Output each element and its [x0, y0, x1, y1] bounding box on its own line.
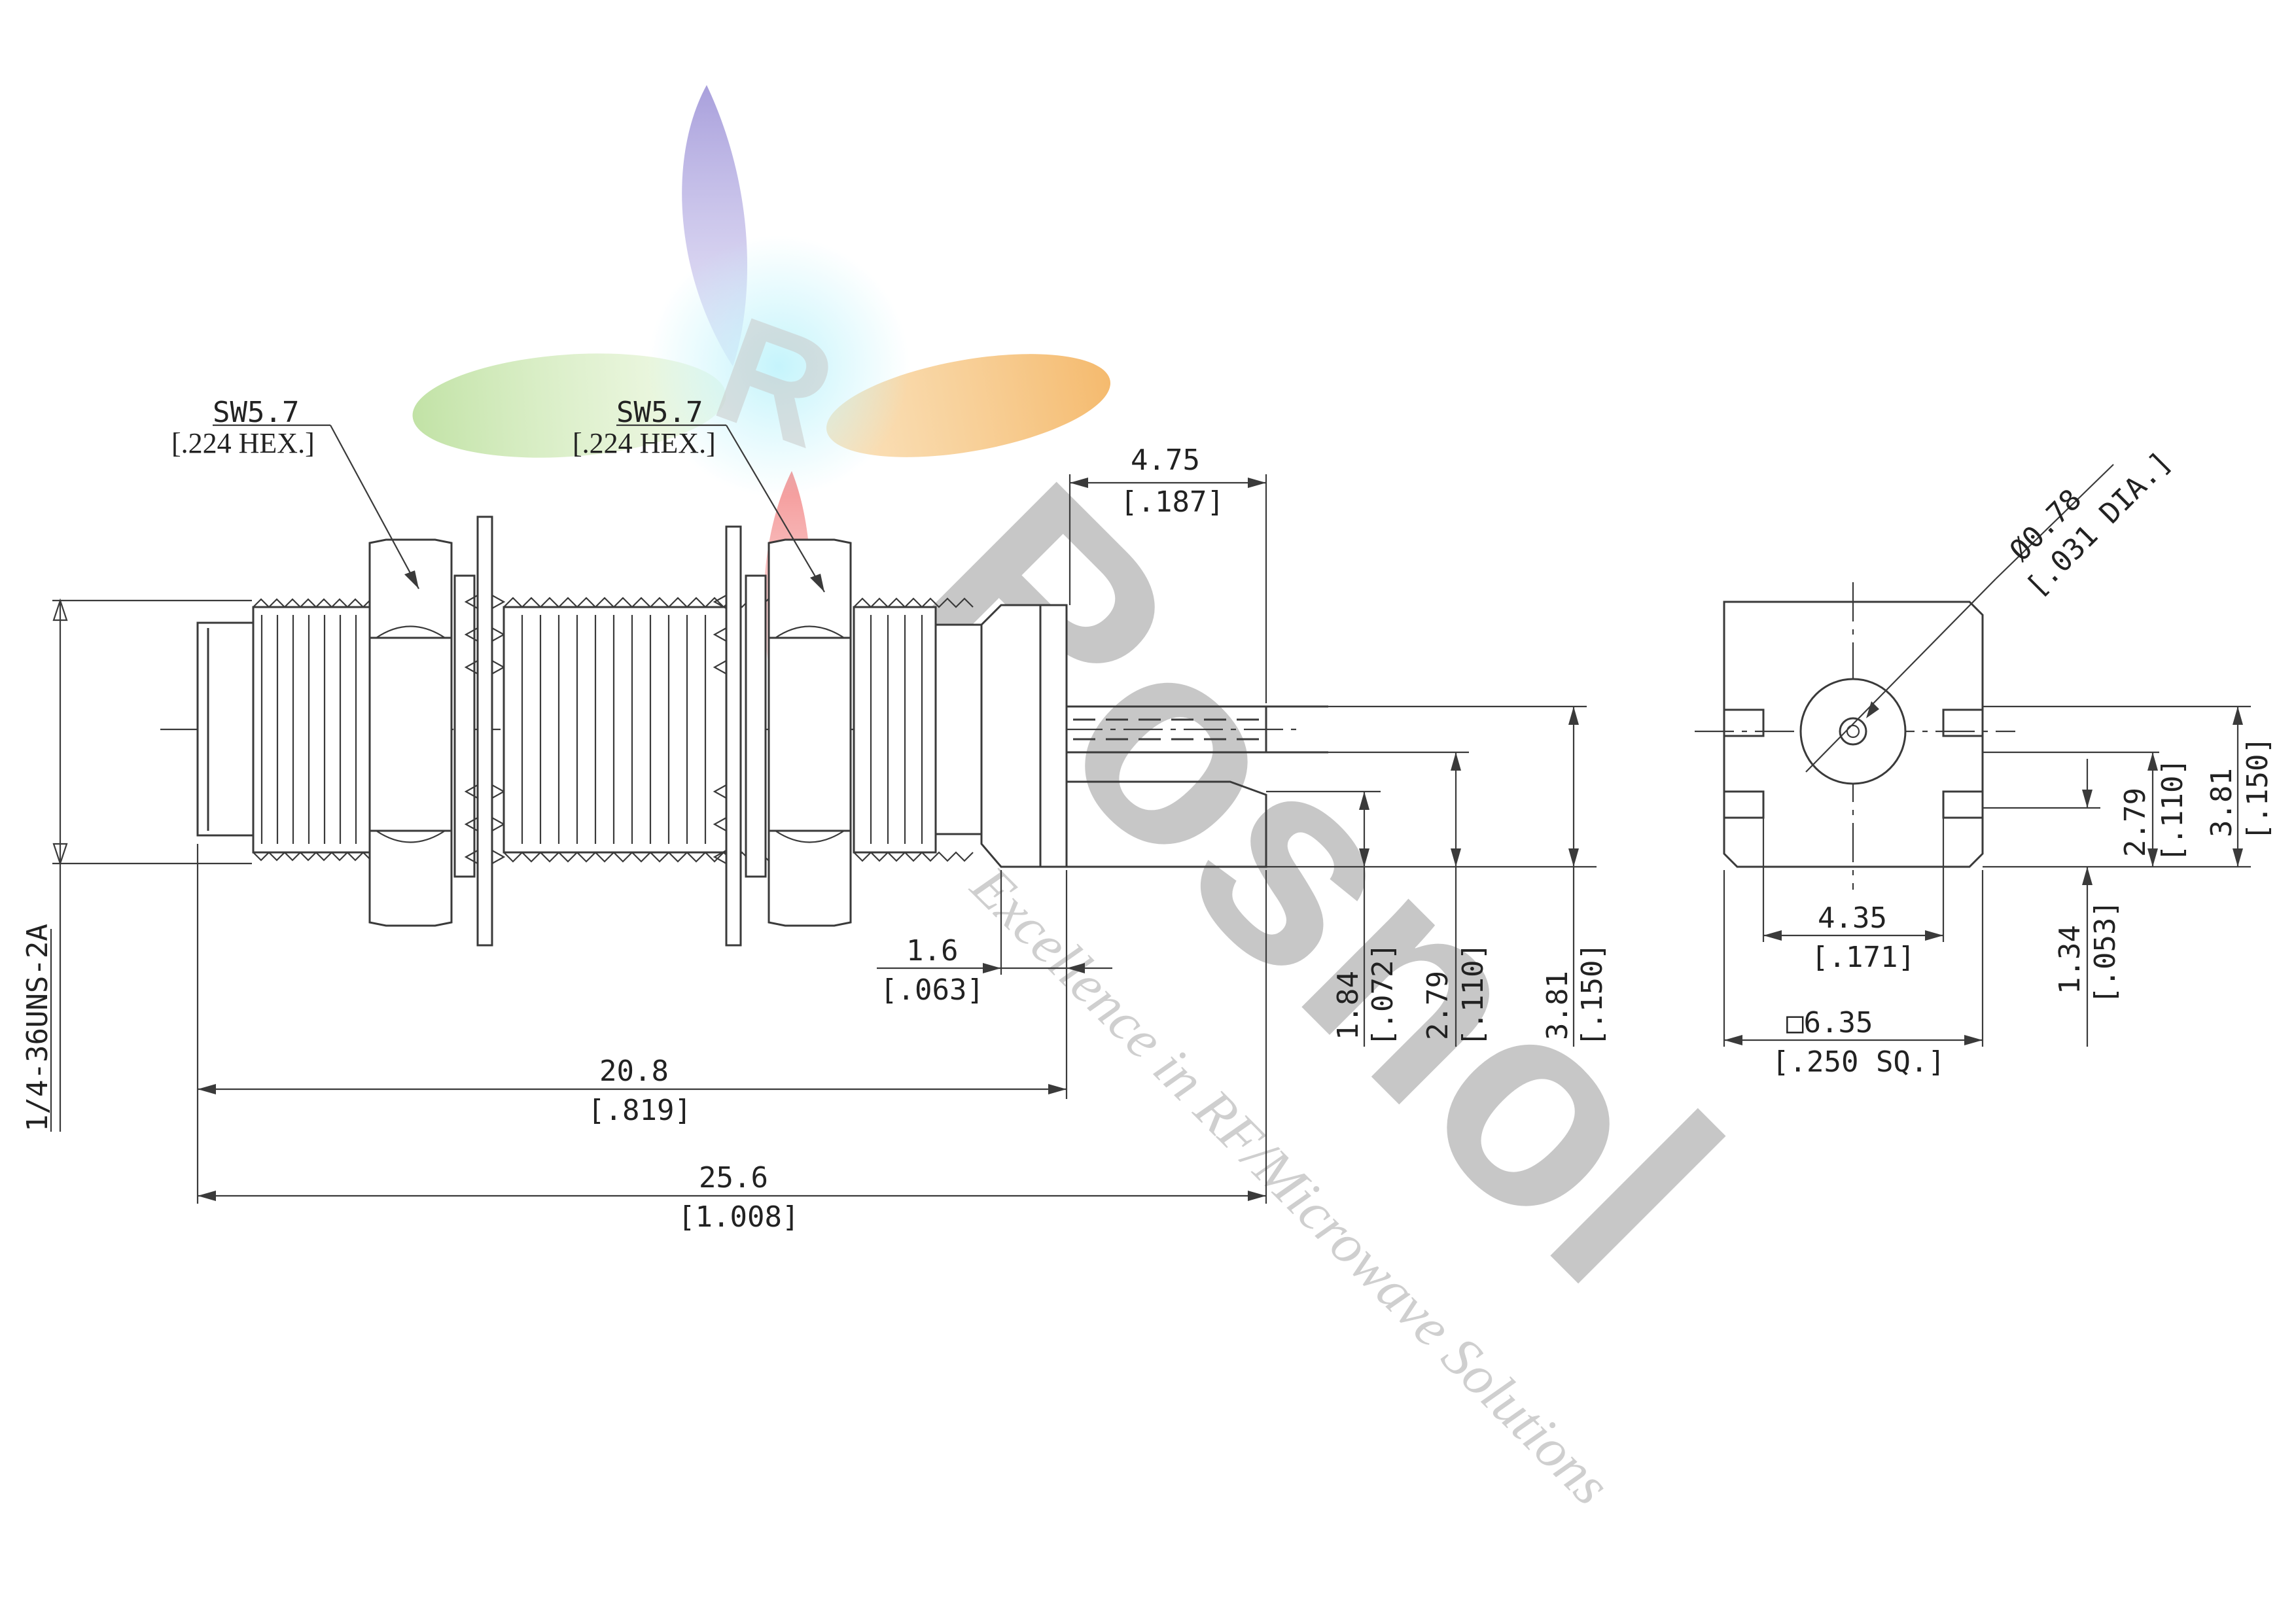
- dim-tail-length-mm: 4.75: [1131, 444, 1200, 477]
- side-view: 1/4-36UNS-2A SW5.7 [.224 HEX.] SW5.7 [.2…: [21, 396, 1609, 1234]
- pin-face: [1839, 717, 1867, 746]
- dim-flange-square-mm: □6.35: [1786, 1006, 1873, 1039]
- thread-dimension: 1/4-36UNS-2A: [21, 598, 252, 1132]
- dim-side-h3: 3.81 [.150]: [1328, 705, 1609, 1047]
- dim-overall-length: 25.6 [1.008]: [198, 870, 1267, 1234]
- thread-spec-label: 1/4-36UNS-2A: [21, 924, 54, 1132]
- dim-side-h1-mm: 1.84: [1332, 971, 1365, 1040]
- dim-side-h2-mm: 2.79: [1421, 971, 1455, 1040]
- lock-washer-left: [453, 515, 506, 947]
- dim-slot-width-mm: 4.35: [1818, 901, 1887, 935]
- dim-tail-length: 4.75 [.187]: [1069, 444, 1267, 703]
- dim-overall-length-inch: [1.008]: [678, 1200, 799, 1234]
- hex-left-inch: [.224 HEX.]: [171, 427, 315, 459]
- dim-end-h1: 2.79 [.110]: [1983, 751, 2251, 868]
- dim-flange-step: 1.6 [.063]: [877, 870, 1112, 1099]
- dim-slot-width: 4.35 [.171]: [1762, 818, 1945, 974]
- dim-body-to-flange-inch: [.819]: [588, 1094, 692, 1127]
- flange-body: [934, 604, 1068, 868]
- dim-end-h3: 1.34 [.053]: [1983, 759, 2122, 1047]
- end-view: Ø0.78 [.031 DIA.] 4.35 [.171] □6.35 [.25…: [1695, 445, 2274, 1079]
- thread-left: [252, 598, 402, 862]
- dim-tail-length-inch: [.187]: [1120, 485, 1224, 519]
- dim-side-h3-mm: 3.81: [1541, 971, 1574, 1040]
- hex-right-size: SW5.7: [616, 396, 703, 429]
- dim-body-to-flange-mm: 20.8: [599, 1055, 669, 1088]
- hex-nut-left: [368, 538, 453, 927]
- watermark-logo: R: [412, 85, 1110, 726]
- dim-slot-width-inch: [.171]: [1811, 941, 1915, 974]
- hex-left-size: SW5.7: [213, 396, 299, 429]
- dim-end-h2-mm: 3.81: [2205, 768, 2238, 837]
- dim-flange-step-mm: 1.6: [906, 934, 958, 968]
- thread-middle: [503, 597, 834, 863]
- dim-side-h1-inch: [.072]: [1366, 943, 1400, 1047]
- dim-side-h3-inch: [.150]: [1576, 943, 1609, 1047]
- dim-end-h3-mm: 1.34: [2053, 925, 2087, 994]
- dim-overall-length-mm: 25.6: [699, 1161, 768, 1195]
- dim-flange-square: □6.35 [.250 SQ.]: [1723, 870, 1984, 1079]
- dim-side-h1: 1.84 [.072]: [1266, 790, 1597, 1047]
- end-collar: [196, 621, 255, 837]
- dim-flange-square-inch: [.250 SQ.]: [1772, 1045, 1945, 1079]
- dim-end-h3-inch: [.053]: [2089, 900, 2122, 1004]
- watermark-brand: Rosnol Excellence in RF/Microwave Soluti…: [859, 425, 1776, 1516]
- thread-right: [853, 597, 974, 862]
- hex-right-inch: [.224 HEX.]: [573, 427, 716, 459]
- dim-flange-step-inch: [.063]: [880, 973, 984, 1007]
- dim-end-h1-mm: 2.79: [2119, 788, 2152, 857]
- lock-washer-right: [713, 525, 767, 947]
- dim-body-to-flange: 20.8 [.819]: [196, 844, 1067, 1204]
- dim-end-h2-inch: [.150]: [2241, 737, 2274, 841]
- hex-callout-left: SW5.7 [.224 HEX.]: [171, 396, 419, 589]
- hex-callout-right: SW5.7 [.224 HEX.]: [573, 396, 825, 593]
- dim-side-h2-inch: [.110]: [1457, 943, 1490, 1047]
- dim-end-h1-inch: [.110]: [2156, 758, 2189, 862]
- hex-nut-right: [768, 538, 852, 927]
- dim-side-h2: 2.79 [.110]: [1266, 751, 1490, 1047]
- dim-end-h2: 3.81 [.150]: [1983, 705, 2274, 867]
